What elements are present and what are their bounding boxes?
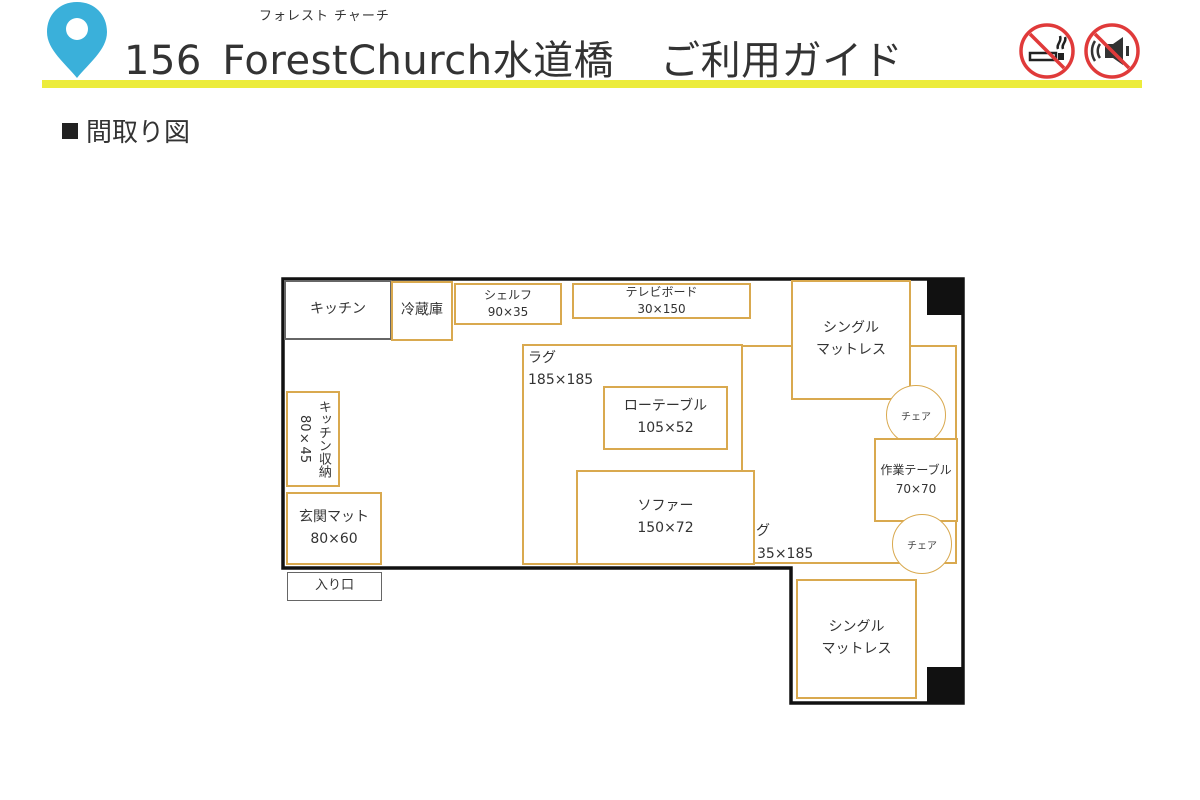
- column-top-right: [927, 279, 964, 315]
- square-bullet-icon: [62, 123, 78, 139]
- tv-board-name: テレビボード: [625, 285, 698, 300]
- page-title-name: 156_ForestChurch水道橋: [124, 38, 615, 84]
- chair-top: チェア: [886, 385, 946, 445]
- mattress-top-line2: マットレス: [816, 342, 886, 358]
- rug-left-name: ラグ: [528, 350, 556, 366]
- no-noise-icon: [1083, 22, 1141, 80]
- no-smoking-icon: [1018, 22, 1076, 80]
- fridge-label: 冷蔵庫: [401, 302, 443, 319]
- work-table: 作業テーブル 70×70: [874, 438, 958, 522]
- entrance-label: 入り口: [314, 578, 354, 594]
- single-mattress-bottom: シングル マットレス: [796, 579, 917, 699]
- title-ruby-forest: フォレスト: [259, 9, 330, 24]
- tv-board: テレビボード 30×150: [572, 283, 751, 319]
- chair-bottom: チェア: [892, 514, 952, 574]
- rug-right-name: グ: [756, 523, 770, 539]
- shelf-size: 90×35: [487, 305, 529, 319]
- mattress-top-line1: シングル: [823, 320, 879, 337]
- low-table-size: 105×52: [637, 420, 694, 436]
- chair-bottom-label: チェア: [907, 540, 937, 552]
- shelf: シェルフ 90×35: [454, 283, 562, 325]
- entrance-mat-name: 玄関マット: [299, 508, 369, 525]
- rug-right-size: 35×185: [757, 546, 814, 562]
- header-underline: [42, 80, 1142, 88]
- section-heading: 間取り図: [62, 112, 190, 149]
- kitchen-storage-labels: キッチン収納 80×45: [294, 400, 332, 478]
- low-table: ローテーブル 105×52: [603, 386, 728, 450]
- work-table-name: 作業テーブル: [880, 462, 952, 477]
- mattress-bottom-line2: マットレス: [821, 641, 892, 657]
- map-pin-icon: [44, 0, 110, 80]
- sofa-name: ソファー: [637, 497, 694, 514]
- entrance-mat-size: 80×60: [310, 530, 358, 547]
- tv-board-size: 30×150: [637, 302, 686, 316]
- fridge: 冷蔵庫: [391, 281, 453, 341]
- rug-left-size: 185×185: [528, 371, 594, 388]
- kitchen-storage: キッチン収納 80×45: [286, 391, 340, 487]
- title-ruby-church: チャーチ: [334, 9, 390, 24]
- entrance-label-box: 入り口: [287, 572, 382, 601]
- sofa-size: 150×72: [637, 519, 694, 536]
- kitchen: キッチン: [284, 280, 392, 340]
- kitchen-storage-size: 80×45: [297, 414, 312, 464]
- work-table-size: 70×70: [895, 482, 937, 496]
- kitchen-storage-name: キッチン収納: [315, 400, 331, 478]
- single-mattress-top: シングル マットレス: [791, 280, 911, 400]
- low-table-name: ローテーブル: [623, 398, 708, 415]
- chair-top-label: チェア: [901, 411, 931, 423]
- mattress-bottom-line1: シングル: [828, 619, 885, 636]
- section-heading-text: 間取り図: [86, 118, 191, 148]
- shelf-name: シェルフ: [483, 287, 532, 302]
- entrance-mat: 玄関マット 80×60: [286, 492, 382, 565]
- sofa: ソファー 150×72: [576, 470, 755, 565]
- kitchen-label: キッチン: [310, 301, 366, 318]
- column-bottom-right: [927, 667, 964, 704]
- page-subtitle: ご利用ガイド: [660, 38, 904, 84]
- page-title: 156_ForestChurch水道橋ご利用ガイド: [124, 28, 903, 86]
